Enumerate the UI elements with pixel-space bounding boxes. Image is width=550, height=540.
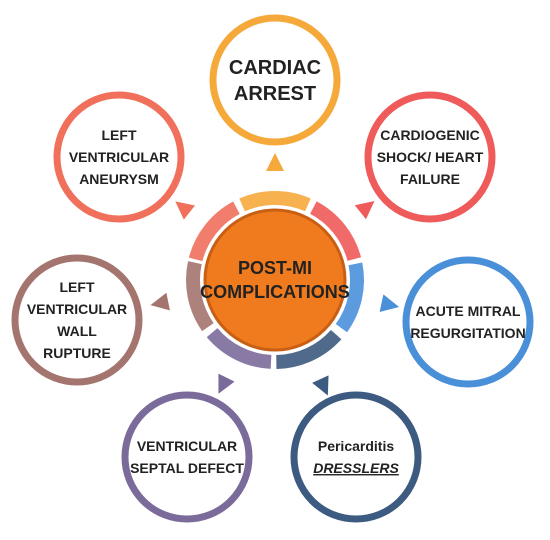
center-title-line: POST-MI <box>238 258 312 278</box>
node-label-line: SEPTAL DEFECT <box>130 460 244 476</box>
node-label: VENTRICULAR SEPTAL DEFECT <box>130 438 244 476</box>
ring-segment-cardiogenic-shock <box>309 201 362 262</box>
node-label-line: RUPTURE <box>43 345 111 361</box>
node-circle <box>121 391 253 523</box>
node-label-line: ARREST <box>234 83 316 105</box>
node-label-line: CARDIOGENIC <box>380 127 480 143</box>
node-label-line: DRESSLERS <box>313 460 399 476</box>
node-circle <box>364 91 496 223</box>
node-circle <box>11 254 143 386</box>
node-cardiogenic-shock: CARDIOGENIC SHOCK/ HEART FAILURE <box>364 91 496 223</box>
arrow-pericarditis <box>312 375 329 396</box>
node-label-line: LEFT <box>60 279 95 295</box>
node-label-line: ACUTE MITRAL <box>416 303 521 319</box>
center-circle <box>203 208 347 352</box>
ring-segment-cardiac-arrest <box>239 191 311 212</box>
ring-segment-lv-wall-rupture <box>186 261 214 332</box>
node-circle <box>209 14 341 146</box>
node-circle <box>402 256 534 388</box>
node-cardiac-arrest: CARDIAC ARREST <box>209 14 341 146</box>
center-title: POST-MI COMPLICATIONS <box>200 258 350 302</box>
node-label: ACUTE MITRAL REGURGITATION <box>410 303 525 341</box>
arrow-acute-mitral-regurgitation <box>379 294 400 312</box>
ring-segment-acute-mitral-regurgitation <box>335 262 364 333</box>
complication-nodes: CARDIAC ARREST CARDIOGENIC SHOCK/ HEART FAIL… <box>11 14 534 523</box>
cycle-ring <box>186 191 364 369</box>
node-acute-mitral-regurgitation: ACUTE MITRAL REGURGITATION <box>402 256 534 388</box>
node-label-line: CARDIAC <box>229 57 321 79</box>
node-label-line: WALL <box>57 323 97 339</box>
node-label-line: LEFT <box>102 127 137 143</box>
ring-segment-ventricular-septal-defect <box>206 327 272 369</box>
node-label-line: ANEURYSM <box>79 171 159 187</box>
node-label: CARDIAC ARREST <box>229 57 321 105</box>
node-label-line: Pericarditis <box>318 438 394 454</box>
node-circle <box>290 391 422 523</box>
node-ventricular-septal-defect: VENTRICULAR SEPTAL DEFECT <box>121 391 253 523</box>
center-hub: POST-MI COMPLICATIONS <box>200 208 350 352</box>
node-circle <box>53 91 185 223</box>
node-label: LEFT VENTRICULAR ANEURYSM <box>69 127 169 187</box>
arrow-lv-aneurysm <box>175 201 195 220</box>
arrow-ventricular-septal-defect <box>218 373 235 394</box>
node-label-line: VENTRICULAR <box>27 301 127 317</box>
node-label-line: FAILURE <box>400 171 460 187</box>
node-lv-wall-rupture: LEFT VENTRICULAR WALL RUPTURE <box>11 254 143 386</box>
node-label-line: VENTRICULAR <box>137 438 237 454</box>
node-label-line: VENTRICULAR <box>69 149 169 165</box>
node-lv-aneurysm: LEFT VENTRICULAR ANEURYSM <box>53 91 185 223</box>
center-title-line: COMPLICATIONS <box>200 282 350 302</box>
node-label-line: SHOCK/ HEART <box>377 149 484 165</box>
connector-arrows <box>150 153 400 396</box>
ring-segment-pericarditis <box>275 329 342 369</box>
node-label: LEFT VENTRICULAR WALL RUPTURE <box>27 279 127 361</box>
node-label-line: REGURGITATION <box>410 325 525 341</box>
ring-segment-lv-aneurysm <box>188 201 240 262</box>
arrow-cardiogenic-shock <box>354 201 375 220</box>
node-label: CARDIOGENIC SHOCK/ HEART FAILURE <box>377 127 484 187</box>
arrow-cardiac-arrest <box>266 153 284 171</box>
arrow-lv-wall-rupture <box>150 292 170 311</box>
